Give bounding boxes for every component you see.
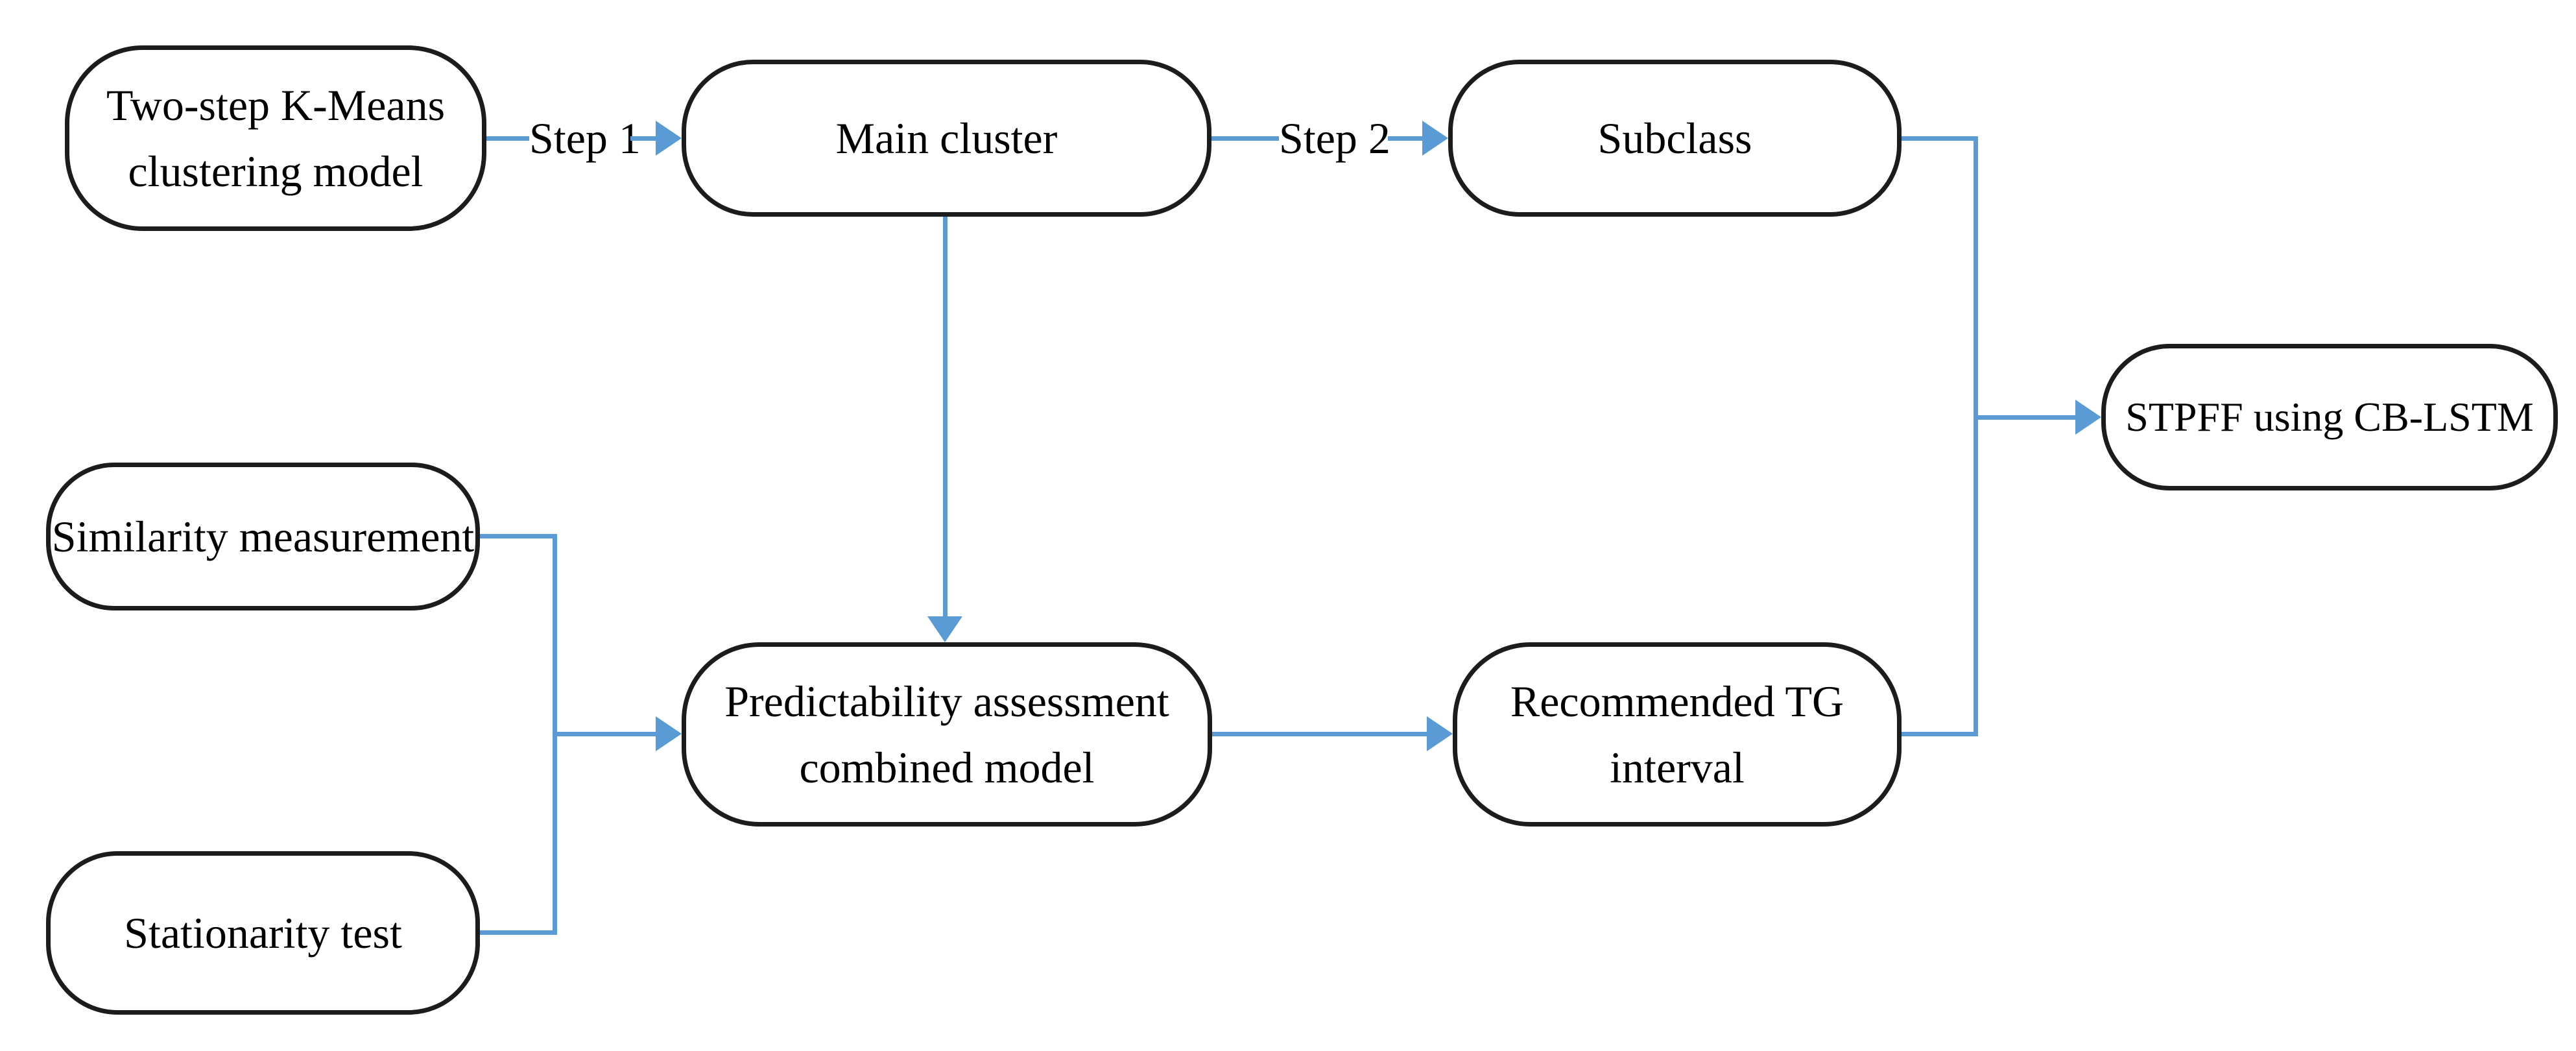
node-stationarity-test-label: Stationarity test (124, 908, 402, 958)
node-predictability-assessment-label: Predictability assessment combined model (724, 677, 1169, 792)
node-subclass: Subclass (1448, 60, 1902, 217)
arrowhead-into-recommended (1427, 716, 1453, 751)
node-similarity-measurement-label: Similarity measurement (51, 512, 475, 561)
node-subclass-label: Subclass (1597, 114, 1752, 163)
node-stpff-cb-lstm: STPFF using CB-LSTM (2101, 344, 2558, 490)
edge-similarity-line (480, 534, 557, 538)
edge-label-step1: Step 1 (529, 114, 641, 163)
edge-main-predictability-line (943, 217, 948, 619)
node-recommended-tg-interval: Recommended TG interval (1453, 642, 1902, 827)
node-stationarity-test: Stationarity test (46, 851, 480, 1015)
arrowhead-into-stpff (2075, 400, 2101, 435)
node-two-step-kmeans: Two-step K-Means clustering model (65, 45, 486, 231)
edge-kmeans-main-line-a (486, 136, 529, 141)
edge-main-subclass-line-a (1211, 136, 1279, 141)
edge-label-step2: Step 2 (1279, 114, 1390, 163)
node-two-step-kmeans-label: Two-step K-Means clustering model (106, 80, 446, 196)
node-main-cluster-label: Main cluster (835, 114, 1058, 163)
arrowhead-into-predictability-left (656, 716, 682, 751)
edge-predictability-recommended-line (1212, 732, 1429, 736)
edge-stationarity-line (480, 930, 557, 935)
edge-junction-stpff-line (1975, 415, 2077, 420)
edge-junction-predictability-line (557, 732, 657, 736)
edge-left-junction-vertical-line (553, 534, 557, 935)
arrowhead-into-subclass (1422, 121, 1448, 156)
edge-kmeans-main-line-b (630, 136, 660, 141)
node-recommended-tg-interval-label: Recommended TG interval (1510, 677, 1844, 792)
edge-main-subclass-line-b (1388, 136, 1425, 141)
node-predictability-assessment: Predictability assessment combined model (682, 642, 1212, 827)
node-similarity-measurement: Similarity measurement (46, 463, 480, 610)
node-stpff-cb-lstm-label: STPFF using CB-LSTM (2125, 394, 2534, 440)
arrowhead-into-main-cluster (656, 121, 682, 156)
arrowhead-into-predictability-top (927, 616, 962, 642)
edge-subclass-out-line (1902, 136, 1978, 141)
edge-right-junction-vertical-line (1974, 136, 1978, 736)
node-main-cluster: Main cluster (682, 60, 1211, 217)
edge-recommended-out-line (1902, 732, 1978, 736)
